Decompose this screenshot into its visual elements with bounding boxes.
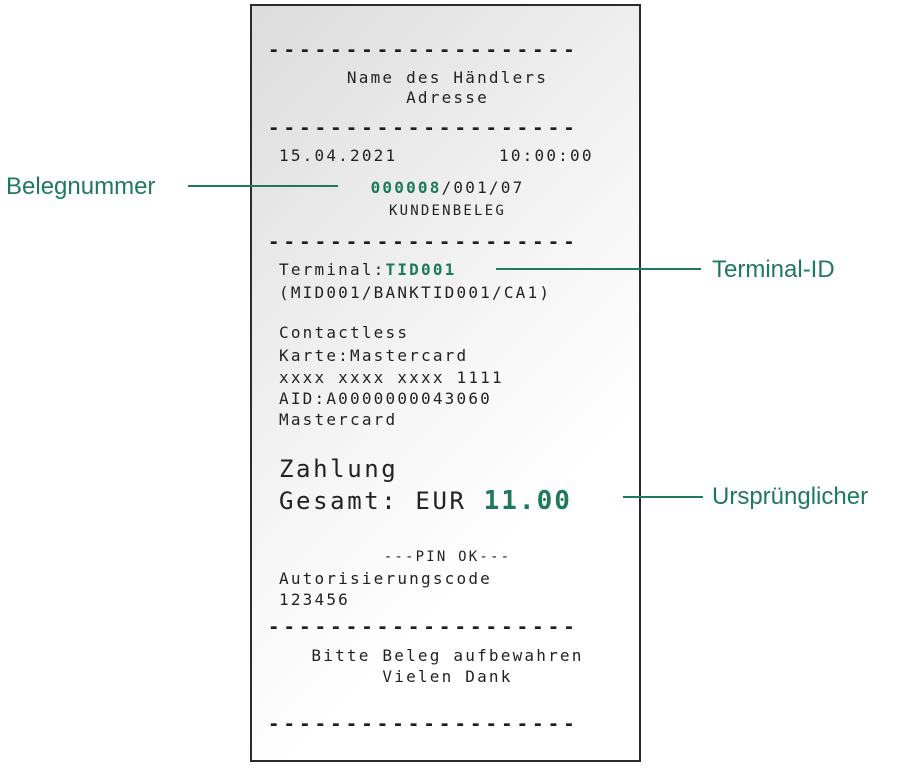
aid-line: AID:A0000000043060: [279, 389, 492, 408]
total-amount: 11.00: [483, 486, 572, 516]
receipt-time: 10:00:00: [499, 146, 594, 165]
annotation-line-terminal-id: [496, 268, 701, 270]
pin-status: ---PIN OK---: [383, 549, 512, 565]
annotation-terminal-id: Terminal-ID: [712, 256, 835, 283]
annotation-line-original-amount: [623, 496, 703, 498]
terminal-line: Terminal:TID001: [279, 260, 457, 280]
merchant-name: Name des Händlers: [346, 68, 549, 87]
annotation-original-amount: Ursprünglicher: [712, 483, 869, 510]
separator-middle: --------------------: [268, 232, 579, 252]
total-label: Gesamt: EUR: [279, 487, 467, 515]
merchant-address: Adresse: [406, 88, 489, 107]
receipt: -------------------- Name des Händlers A…: [250, 4, 641, 762]
receipt-number-rest: /001/07: [441, 178, 525, 197]
card-brand: Mastercard: [279, 410, 398, 429]
receipt-number: 000008/001/07: [252, 178, 643, 198]
ids-line: (MID001/BANKTID001/CA1): [279, 283, 552, 302]
terminal-id: TID001: [385, 260, 457, 279]
total-line: Gesamt: EUR 11.00: [279, 486, 572, 516]
separator-top: --------------------: [268, 40, 579, 60]
auth-label: Autorisierungscode: [279, 569, 492, 588]
receipt-date: 15.04.2021: [279, 146, 398, 165]
footer-line-2: Vielen Dank: [382, 667, 513, 686]
payment-method: Contactless: [279, 323, 410, 342]
separator-header: --------------------: [268, 118, 579, 138]
receipt-number-highlight: 000008: [370, 178, 442, 197]
auth-code: 123456: [279, 590, 350, 609]
separator-lower: --------------------: [268, 617, 579, 637]
card-number: xxxx xxxx xxxx 1111: [279, 368, 504, 387]
separator-bottom: --------------------: [268, 714, 579, 734]
terminal-label: Terminal:: [279, 260, 386, 279]
receipt-type: KUNDENBELEG: [389, 203, 506, 219]
annotation-line-receipt-number: [188, 185, 338, 187]
footer-line-1: Bitte Beleg aufbewahren: [311, 646, 584, 665]
transaction-type: Zahlung: [279, 455, 399, 483]
card-line: Karte:Mastercard: [279, 346, 469, 365]
annotation-receipt-number: Belegnummer: [6, 173, 156, 200]
